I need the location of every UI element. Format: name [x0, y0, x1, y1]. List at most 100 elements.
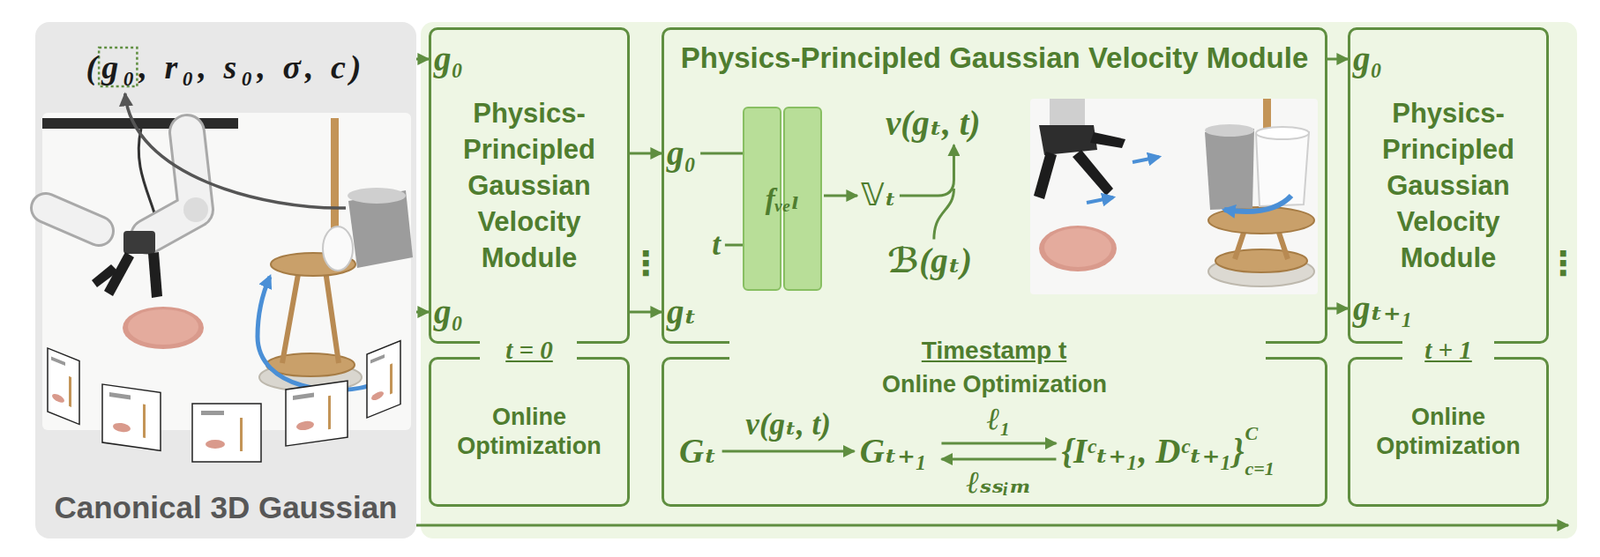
node-title: Physics-Principled Gaussian Velocity Mod… [441, 95, 618, 277]
rollout-photo [1204, 128, 1255, 210]
math-label: t [711, 227, 721, 263]
rollout-photo [1224, 195, 1292, 212]
edge-layer [416, 59, 1348, 313]
edge-label: gₜ [666, 292, 697, 333]
flow-arrow [416, 311, 429, 315]
camera-views [366, 341, 401, 419]
column-label: t = 0 [500, 336, 559, 366]
camera-views [102, 384, 161, 451]
camera-views [112, 422, 131, 434]
math-label: Gₜ₊₁ [859, 432, 928, 472]
green-region [420, 22, 1578, 539]
rollout-photo [1204, 124, 1255, 137]
camera-views [205, 440, 225, 449]
parameter-tuple: (g₀, r₀, s₀, σ, c) [86, 46, 367, 88]
camera-views [370, 354, 385, 364]
node-title: Physics-Principled Gaussian Velocity Mod… [1360, 95, 1537, 277]
math-label: ℬ(gₜ) [887, 241, 972, 282]
rollout-photo [1132, 157, 1159, 163]
extract-arrow [125, 93, 346, 209]
camera-views [68, 376, 72, 408]
node-title: Canonical 3D Gaussian [53, 489, 397, 527]
robot-scene-photo [91, 264, 119, 288]
robot-scene-photo [257, 276, 380, 391]
camera-views [47, 348, 80, 426]
robot-scene-photo [282, 264, 339, 364]
camera-views [192, 403, 262, 463]
optimization-box: Online Optimization [428, 357, 630, 508]
velocity-network: fᵥₑₗ [742, 106, 823, 292]
math-label: 𝕍ₜ [860, 178, 897, 214]
camera-views [292, 393, 315, 401]
loss-arrow [941, 458, 1056, 462]
robot-scene-photo [45, 208, 99, 232]
panel-background [35, 22, 417, 539]
camera-views [296, 420, 315, 433]
robot-scene-photo [127, 309, 199, 345]
rollout-photo [1039, 125, 1098, 156]
node-title: Online Optimization [441, 403, 618, 462]
rollout-photo [1072, 149, 1114, 196]
camera-views [366, 341, 401, 419]
node-title: Online Optimization [1360, 403, 1537, 462]
continuation-dots: ⋮ [1546, 245, 1580, 285]
camera-views [285, 381, 348, 447]
edge-label: g₀ [1353, 39, 1383, 80]
math-label: c=1 [1244, 457, 1274, 480]
edge-label: g₀ [433, 39, 464, 80]
robot-scene-photo [148, 132, 196, 237]
edge-label: g₀ [666, 134, 696, 174]
rollout-photo [1049, 98, 1085, 126]
robot-scene-photo [45, 208, 99, 232]
math-label: C [1244, 422, 1258, 445]
node-title: Physics-Principled Gaussian Velocity Mod… [680, 40, 1309, 76]
camera-views [142, 403, 146, 438]
flow-arrow [1327, 307, 1348, 311]
math-label: Gₜ [679, 432, 718, 472]
robot-scene-photo [183, 197, 209, 223]
robot-scene-photo [347, 187, 406, 204]
flow-arrow [1327, 58, 1348, 61]
time-arrow [416, 524, 1569, 528]
rollout-photo [1039, 225, 1117, 272]
camera-views [201, 411, 225, 416]
node-title: Online Optimization [882, 370, 1107, 400]
robot-scene-photo [322, 226, 353, 271]
camera-views [52, 392, 65, 405]
rollout-photo [1030, 98, 1318, 295]
input-line [700, 152, 743, 156]
edge-label: g₀ [433, 292, 464, 333]
flow-arrow [416, 58, 429, 61]
camera-views [102, 384, 161, 451]
camera-views [239, 418, 243, 452]
math-label: {Iᶜₜ₊₁, Dᶜₜ₊₁} [1061, 432, 1244, 472]
edge-label: gₜ₊₁ [1353, 289, 1414, 329]
robot-scene-photo [42, 118, 239, 129]
optimization-box: Online Optimization [1347, 357, 1549, 508]
rollout-photo [1030, 98, 1318, 295]
velocity-module-box: Physics-Principled Gaussian Velocity Mod… [661, 27, 1328, 344]
rollout-photo [1033, 151, 1057, 200]
camera-views [371, 389, 384, 403]
loss-label: ℓₛₛᵢₘ [965, 465, 1032, 501]
update-arrow [722, 450, 855, 454]
rollout-photo [1215, 249, 1308, 273]
velocity-arrow [899, 144, 955, 196]
camera-views [51, 357, 66, 367]
flow-arrow [629, 152, 662, 156]
column-label: Timestamp t [914, 336, 1074, 366]
output-arrow [823, 194, 858, 198]
camera-views [109, 392, 131, 400]
rollout-photo [1256, 132, 1309, 207]
column-label: t + 1 [1419, 336, 1478, 366]
continuation-dots: ⋮ [628, 245, 663, 285]
loss-arrow [941, 442, 1056, 446]
camera-views [285, 381, 348, 447]
robot-scene-photo [123, 231, 156, 255]
robot-scene-photo [148, 252, 163, 299]
boundary-term-line [934, 188, 955, 240]
canonical-panel: (g₀, r₀, s₀, σ, c) Canonical 3D Gaussian [35, 22, 417, 539]
